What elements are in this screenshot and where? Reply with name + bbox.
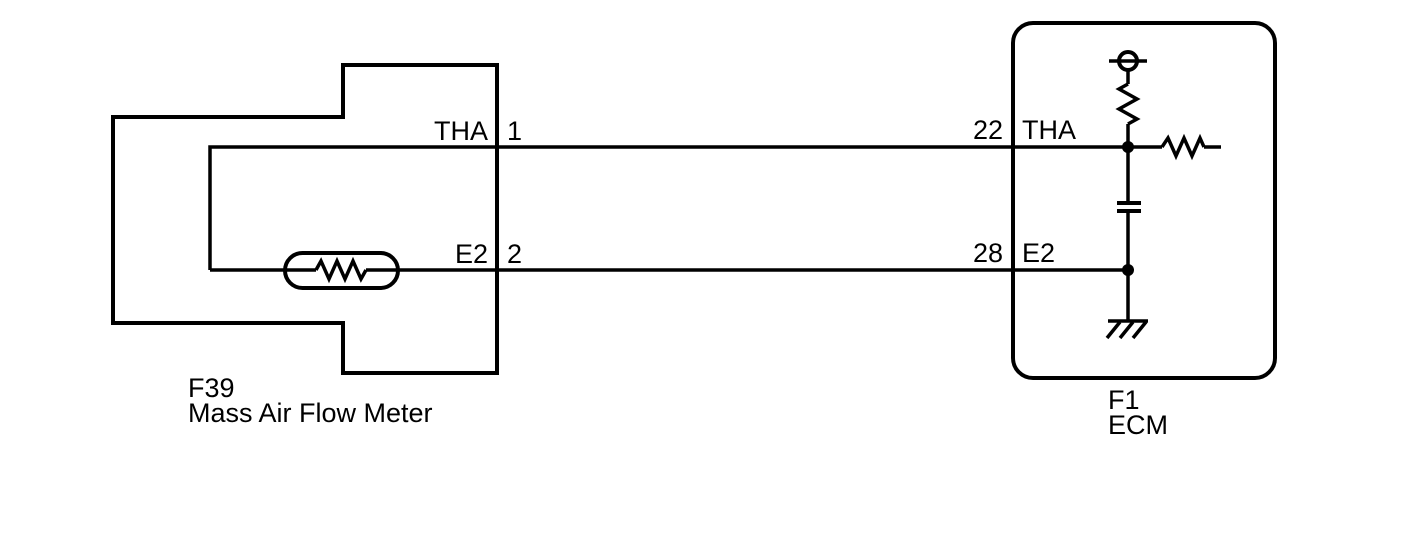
maf-pin2-number: 2	[507, 239, 522, 269]
ground-hatch-2	[1118, 320, 1135, 340]
maf-outline	[111, 63, 499, 375]
tha-wire	[208, 145, 1128, 270]
maf-pin2-signal: E2	[455, 239, 488, 269]
maf-code-label: F39	[188, 373, 235, 403]
pullup-zigzag	[1115, 82, 1141, 126]
maf-connector: THA 1 E2 2 F39 Mass Air Flow Meter	[111, 63, 522, 428]
thermistor-zigzag	[314, 256, 368, 284]
wire-group	[208, 145, 1128, 272]
pullup-resistor-icon	[1115, 70, 1141, 147]
ecm-code-label: F1	[1108, 385, 1140, 415]
series-resistor-icon	[1128, 133, 1221, 161]
ecm-pin22-signal: THA	[1022, 115, 1076, 145]
chassis-ground-icon	[1105, 270, 1148, 340]
power-source-icon	[1109, 50, 1147, 72]
maf-name-label: Mass Air Flow Meter	[188, 398, 433, 428]
maf-pin1-number: 1	[507, 116, 522, 146]
thermistor-resistor-icon	[283, 251, 400, 290]
ground-hatch-3	[1131, 320, 1148, 340]
series-zigzag	[1160, 133, 1206, 161]
ecm-name-label: ECM	[1108, 410, 1168, 440]
ecm-pin28-number: 28	[973, 238, 1003, 268]
ground-hatch-1	[1105, 320, 1122, 340]
ecm-pin22-number: 22	[973, 115, 1003, 145]
ecm-connector: 22 THA 28 E2 F1 ECM	[973, 21, 1277, 440]
ecm-outline	[1011, 21, 1277, 380]
ecm-pin28-signal: E2	[1022, 238, 1055, 268]
maf-pin1-signal: THA	[434, 116, 488, 146]
capacitor-icon	[1117, 147, 1141, 270]
thermistor-oval	[283, 251, 400, 290]
